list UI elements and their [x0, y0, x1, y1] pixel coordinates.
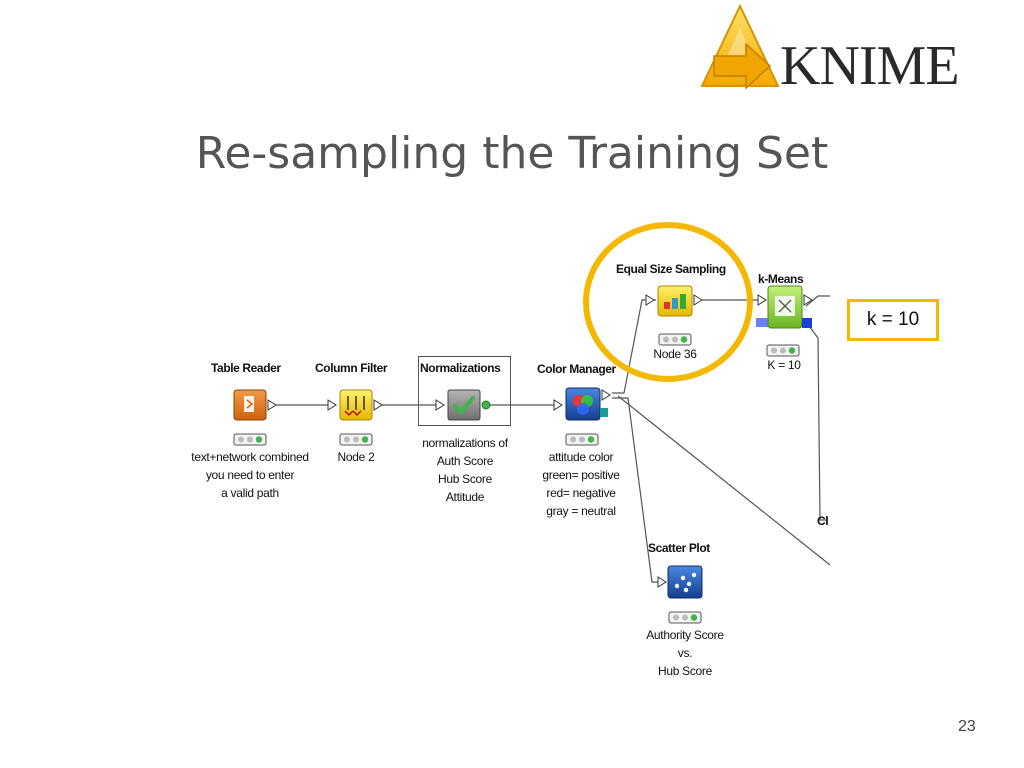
canvas-edge-mask — [832, 346, 1024, 726]
node-label-normalizations: Normalizations — [420, 361, 501, 375]
page-number: 23 — [958, 718, 976, 735]
node-label-column-filter: Column Filter — [315, 361, 388, 375]
slide-title: Re-sampling the Training Set — [195, 128, 829, 179]
node-label-color-manager: Color Manager — [537, 362, 616, 376]
status-traffic-light-icon — [766, 344, 800, 357]
equal-size-sampling-node[interactable] — [645, 285, 703, 346]
status-traffic-light-icon — [233, 433, 267, 446]
node-label-k-means: k-Means — [758, 272, 804, 286]
connection-color-offscreen — [617, 395, 831, 566]
connection-kmeans-out1 — [805, 295, 830, 307]
normalizations-metanode-frame — [418, 356, 511, 426]
node-label-cut-off: Cl — [817, 514, 829, 528]
scatter-plot-node[interactable] — [657, 565, 703, 624]
table-reader-node[interactable] — [233, 389, 277, 446]
node-label-scatter-plot: Scatter Plot — [648, 541, 710, 555]
knime-logo-triangle-icon — [700, 3, 780, 90]
normalizations-node[interactable] — [435, 389, 491, 421]
status-traffic-light-icon — [668, 611, 702, 624]
node-label-table-reader: Table Reader — [211, 361, 281, 375]
connection-kmeans-out2 — [805, 321, 828, 521]
node-label-equal-size-sampling: Equal Size Sampling — [616, 262, 726, 276]
status-traffic-light-icon — [565, 433, 599, 446]
column-filter-node[interactable] — [327, 389, 383, 446]
node-caption-k-means: K = 10 — [767, 358, 801, 372]
status-traffic-light-icon — [658, 333, 692, 346]
node-caption-equal-size-sampling: Node 36 — [653, 347, 697, 361]
status-traffic-light-icon — [339, 433, 373, 446]
highlight-ring — [583, 222, 753, 382]
k-means-node[interactable] — [756, 285, 813, 357]
node-caption-column-filter: Node 2 — [337, 450, 375, 464]
k-value-callout: k = 10 — [847, 299, 939, 341]
knime-logo: KNIME — [700, 3, 1000, 97]
color-manager-node[interactable] — [553, 387, 611, 446]
logo-text: KNIME — [780, 35, 960, 97]
